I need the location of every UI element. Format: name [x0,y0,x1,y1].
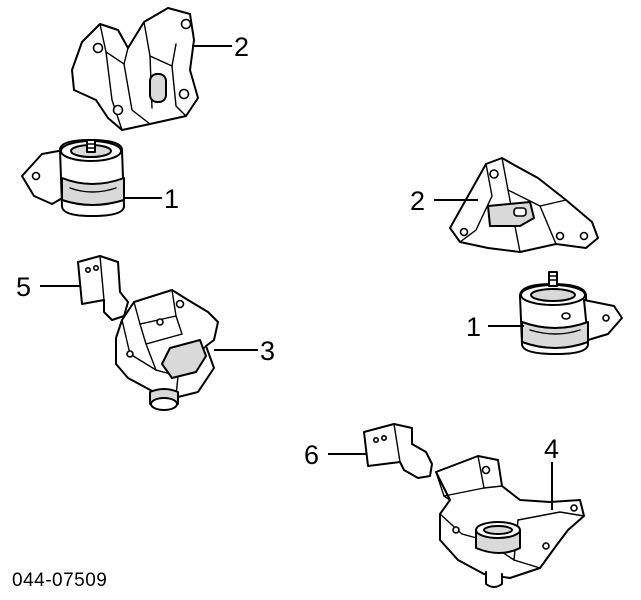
bolt-hole [156,318,164,326]
bolt-hole [459,227,469,237]
callout-number: 3 [260,336,275,366]
bolt-hole [85,266,92,273]
mount-spacer-bracket-right [363,423,433,479]
bolt-hole [180,18,192,30]
bolt-hole [92,42,104,54]
callout-number: 2 [234,32,249,62]
engine-mount-insulator-right [519,271,623,355]
engine-mount-insulator-left [21,139,125,217]
callout-number: 4 [544,434,559,464]
bolt-hole [372,436,379,443]
mount-spacer-bracket-left [77,255,129,321]
bolt-hole [579,231,589,241]
callout-number: 5 [16,272,31,302]
bolt-hole [126,350,134,358]
callout-number: 1 [466,312,481,342]
bolt-hole [112,104,124,116]
bracket-slot-hole [513,207,527,217]
callout-number: 6 [304,440,319,470]
bolt-hole [489,169,499,179]
bolt-hole [602,314,610,322]
bolt-hole [175,299,185,309]
bolt-hole [380,434,387,441]
bolt-hole [570,504,578,512]
engine-mount-assembly-right [435,455,585,588]
callout-number: 1 [164,184,179,214]
catalog-number: 044-07509 [12,570,107,591]
bracket-slot-hole [149,73,167,103]
bolt-hole [93,264,100,271]
engine-mount-bracket-right [449,157,599,253]
bolt-hole [542,542,550,550]
bolt-hole [555,231,565,241]
bolt-hole [481,465,491,475]
bolt-hole [452,526,460,534]
bolt-hole [561,312,571,320]
engine-mount-bracket-left [71,7,199,131]
bolt-hole [178,88,190,100]
bolt-hole [31,171,41,181]
callout-number: 2 [410,186,425,216]
engine-mount-assembly-left [115,289,219,411]
